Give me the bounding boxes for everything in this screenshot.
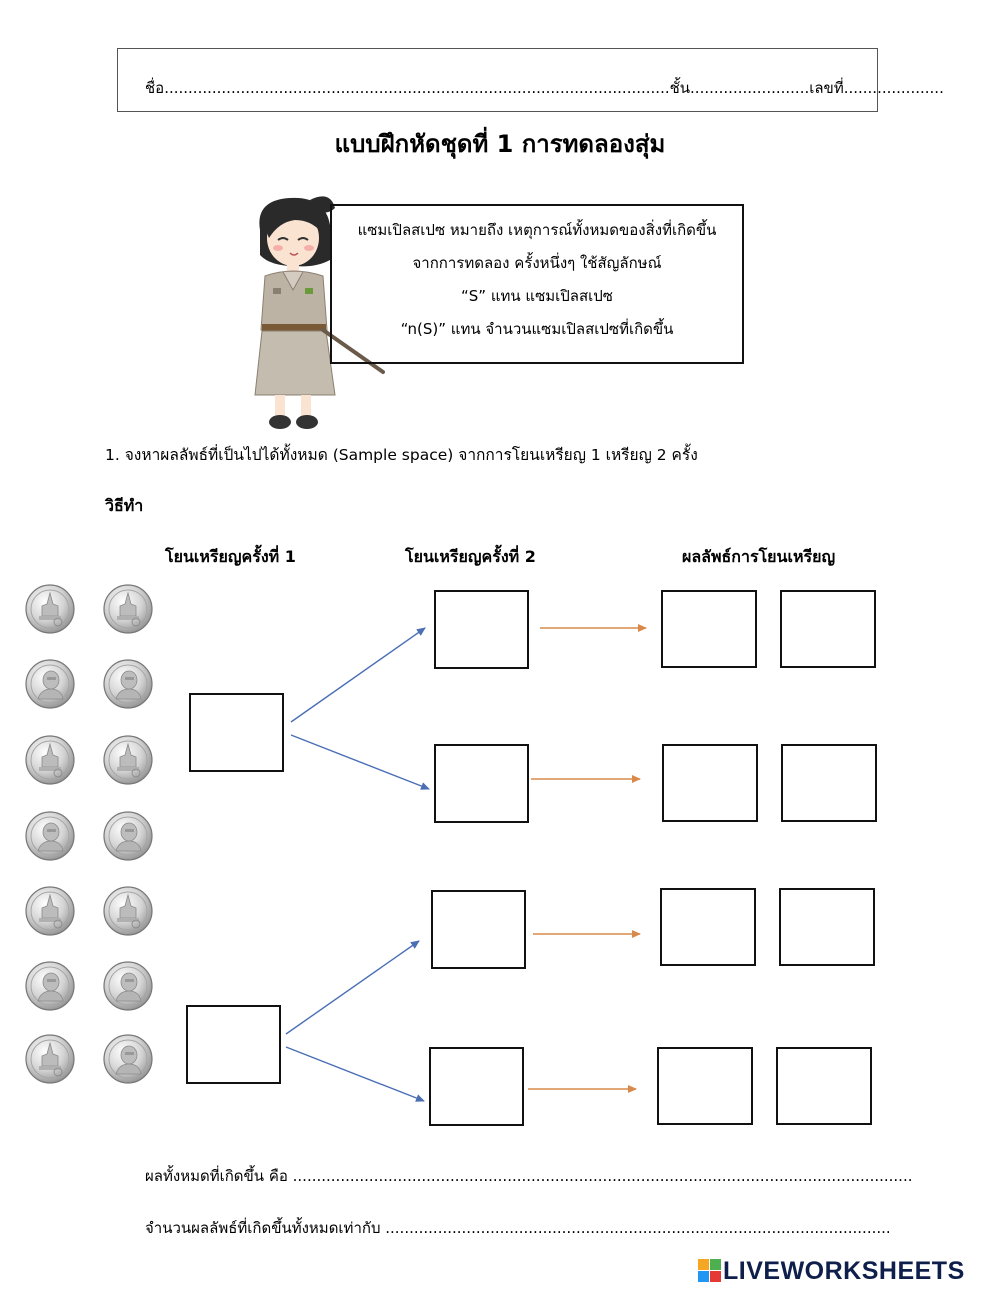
first-toss-box-1[interactable] bbox=[189, 693, 284, 772]
logo-text: LIVEWORKSHEETS bbox=[723, 1256, 965, 1285]
method-label: วิธีทำ bbox=[105, 496, 144, 515]
column-header-result: ผลลัพธ์การโยนเหรียญ bbox=[682, 547, 836, 566]
arrow-2-to-2c bbox=[285, 940, 420, 1035]
student-info-line: ชื่อ....................................… bbox=[145, 79, 944, 97]
second-toss-box-1[interactable] bbox=[434, 590, 529, 669]
worksheet-title: แบบฝึกหัดชุดที่ 1 การทดลองสุ่ม bbox=[334, 130, 666, 158]
result-box-3a[interactable] bbox=[660, 888, 756, 966]
teacher-illustration bbox=[254, 196, 385, 429]
definition-line-1: แซมเปิลสเปซ หมายถึง เหตุการณ์ทั้งหมดของส… bbox=[357, 221, 717, 239]
all-results-line[interactable]: ผลทั้งหมดที่เกิดขึ้น คือ ...............… bbox=[145, 1167, 913, 1185]
question-1: 1. จงหาผลลัพธ์ที่เป็นไปได้ทั้งหมด (Sampl… bbox=[105, 446, 698, 464]
student-info-box bbox=[117, 48, 878, 112]
column-header-second-toss: โยนเหรียญครั้งที่ 2 bbox=[405, 547, 536, 566]
count-results-line[interactable]: จำนวนผลลัพธ์ที่เกิดขึ้นทั้งหมดเท่ากับ ..… bbox=[145, 1219, 891, 1237]
arrow-1-to-2b bbox=[290, 734, 430, 790]
result-box-4b[interactable] bbox=[776, 1047, 872, 1125]
arrow-1-to-2a bbox=[290, 627, 426, 723]
definition-line-3: “S” แทน แซมเปิลสเปซ bbox=[461, 287, 613, 305]
column-header-first-toss: โยนเหรียญครั้งที่ 1 bbox=[165, 547, 296, 566]
second-toss-box-3[interactable] bbox=[431, 890, 526, 969]
definition-box: แซมเปิลสเปซ หมายถึง เหตุการณ์ทั้งหมดของส… bbox=[330, 204, 744, 364]
result-box-2b[interactable] bbox=[781, 744, 877, 822]
liveworksheets-logo: LIVEWORKSHEETS bbox=[697, 1256, 965, 1286]
definition-line-2: จากการทดลอง ครั้งหนึ่งๆ ใช้สัญลักษณ์ bbox=[412, 254, 662, 272]
definition-line-4: “n(S)” แทน จำนวนแซมเปิลสเปซที่เกิดขึ้น bbox=[400, 320, 674, 338]
result-box-2a[interactable] bbox=[662, 744, 758, 822]
result-box-4a[interactable] bbox=[657, 1047, 753, 1125]
arrow-2-to-2d bbox=[285, 1046, 425, 1102]
result-box-1a[interactable] bbox=[661, 590, 757, 668]
result-box-1b[interactable] bbox=[780, 590, 876, 668]
second-toss-box-4[interactable] bbox=[429, 1047, 524, 1126]
second-toss-box-2[interactable] bbox=[434, 744, 529, 823]
liveworksheets-logo-icon bbox=[698, 1259, 721, 1282]
result-box-3b[interactable] bbox=[779, 888, 875, 966]
first-toss-box-2[interactable] bbox=[186, 1005, 281, 1084]
